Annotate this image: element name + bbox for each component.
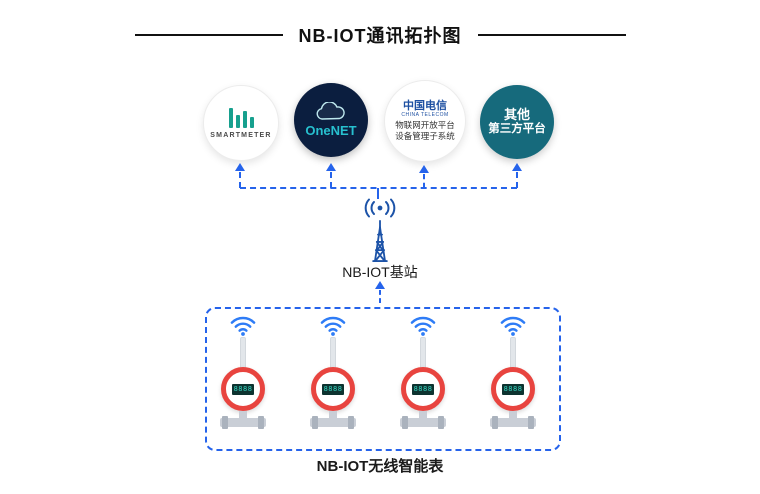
meter-gauge: 8888 (221, 367, 265, 411)
china-telecom-logo-en: CHINA TELECOM (401, 112, 449, 119)
diagram-title-row: NB-IOT通讯拓扑图 (0, 22, 760, 48)
smart-meter-device: 8888 (303, 315, 363, 429)
meter-lcd: 8888 (232, 383, 254, 395)
meter-gauge: 8888 (401, 367, 445, 411)
china-telecom-logo-cn: 中国电信 (403, 100, 447, 113)
title-rule-right (477, 34, 626, 36)
base-station-label: NB-IOT基站 (342, 264, 418, 280)
meter-lcd: 8888 (502, 383, 524, 395)
smart-meter-device: 8888 (393, 315, 453, 429)
device-group-box (205, 307, 561, 451)
smartmeter-bars-logo (228, 107, 254, 128)
third-party-line1: 其他 (503, 106, 530, 122)
pipe-stem (509, 411, 517, 418)
up-arrowhead (235, 163, 245, 171)
dashed-connector-center (377, 188, 379, 199)
platform-third-party: 其他 第三方平台 (480, 85, 554, 159)
pipe-stem (239, 411, 247, 418)
cloud-icon (316, 102, 345, 120)
china-telecom-line2: 设备管理子系统 (395, 131, 455, 142)
pipe-stem (419, 411, 427, 418)
pipe-stem (329, 411, 337, 418)
wifi-icon (410, 316, 436, 336)
dashed-connector (516, 172, 518, 188)
china-telecom-line1: 物联网开放平台 (395, 120, 455, 131)
dashed-connector (330, 172, 332, 188)
up-arrowhead (326, 163, 336, 171)
antenna (420, 337, 426, 369)
pipe (310, 416, 356, 429)
up-arrowhead (375, 281, 385, 289)
smartmeter-label: SMARTMETER (210, 131, 272, 139)
device-group-label: NB-IOT无线智能表 (316, 458, 444, 475)
tower-icon (372, 220, 388, 262)
platform-onenet: OneNET (294, 83, 368, 157)
up-arrowhead (512, 163, 522, 171)
pipe (400, 416, 446, 429)
platform-smartmeter: SMARTMETER (203, 85, 279, 161)
meter-gauge: 8888 (311, 367, 355, 411)
onenet-label: OneNET (305, 123, 357, 138)
pipe (490, 416, 536, 429)
title-rule-left (134, 34, 283, 36)
wifi-icon (230, 316, 256, 336)
meter-gauge: 8888 (491, 367, 535, 411)
dashed-connector (379, 290, 381, 303)
pipe (220, 416, 266, 429)
wifi-icon (500, 316, 526, 336)
meter-lcd: 8888 (322, 383, 344, 395)
meter-lcd: 8888 (412, 383, 434, 395)
third-party-line2: 第三方平台 (488, 123, 546, 136)
wifi-icon (320, 316, 346, 336)
broadcast-signal-icon (364, 198, 396, 218)
dashed-connector (423, 174, 425, 188)
up-arrowhead (419, 165, 429, 173)
platform-china-telecom: 中国电信 CHINA TELECOM 物联网开放平台 设备管理子系统 (384, 80, 466, 162)
page-title: NB-IOT通讯拓扑图 (298, 26, 462, 46)
antenna (240, 337, 246, 369)
antenna (330, 337, 336, 369)
antenna (510, 337, 516, 369)
smart-meter-device: 8888 (213, 315, 273, 429)
smart-meter-device: 8888 (483, 315, 543, 429)
dashed-connector (239, 172, 241, 188)
